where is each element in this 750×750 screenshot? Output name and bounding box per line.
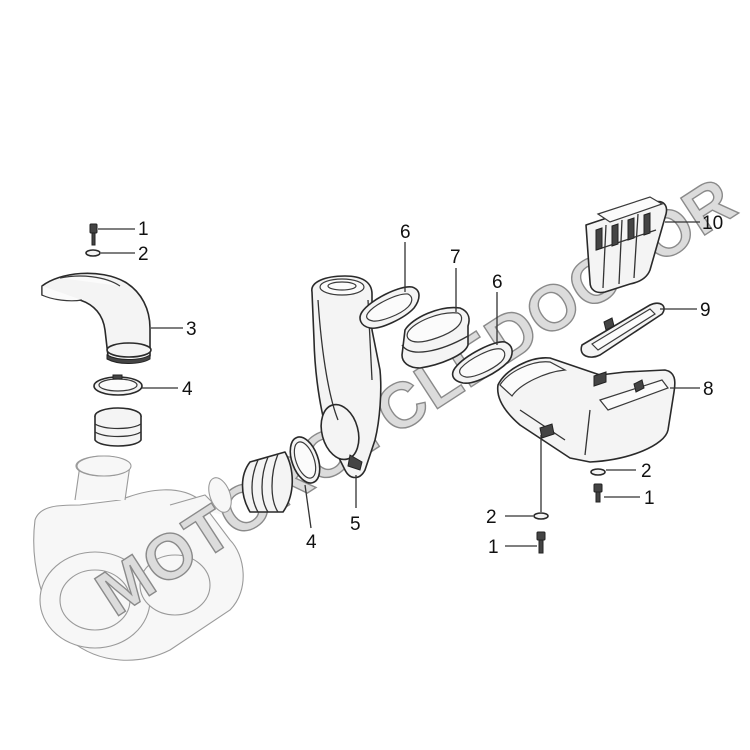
bolt-part-1-lower (536, 531, 546, 554)
callout-1-lower: 1 (488, 537, 499, 558)
air-box-part-8 (496, 357, 676, 463)
bolt-part-1-right (593, 483, 603, 503)
callout-2-right: 2 (641, 461, 652, 482)
seal-strip-part-9 (580, 302, 665, 358)
connector-sleeve-part-7 (401, 306, 470, 369)
rubber-boot-left (76, 407, 142, 477)
callout-7: 7 (450, 247, 461, 268)
clamp-ring-part-4-middle (208, 436, 321, 513)
filter-element-part-10 (585, 196, 668, 294)
callout-2-lower: 2 (486, 507, 497, 528)
callout-1-right: 1 (644, 488, 655, 509)
callout-8: 8 (703, 379, 714, 400)
gasket-part-6-upper (359, 286, 420, 329)
callout-10: 10 (702, 213, 723, 234)
clamp-ring-part-4-left (93, 374, 143, 396)
callout-6-upper: 6 (400, 222, 411, 243)
callout-2-left: 2 (138, 244, 149, 265)
callout-4-left: 4 (182, 379, 193, 400)
washer-part-2-right (590, 468, 606, 476)
callout-5: 5 (350, 514, 361, 535)
callout-1-left: 1 (138, 219, 149, 240)
elbow-duct-part-3 (41, 272, 152, 364)
callout-4-middle: 4 (306, 532, 317, 553)
leader-lines (98, 221, 700, 547)
callout-labels: 1 2 3 4 4 5 6 7 6 10 9 8 2 1 2 1 (138, 213, 723, 558)
callout-6-lower: 6 (492, 272, 503, 293)
washer-part-2-lower (533, 512, 549, 520)
intake-tube-part-5 (311, 275, 382, 479)
washer-part-2-left (85, 249, 101, 257)
rubber-boot-middle (241, 451, 294, 513)
gasket-part-6-lower (451, 341, 513, 384)
bolt-part-1-left (89, 223, 98, 246)
callout-9: 9 (700, 300, 711, 321)
callout-3: 3 (186, 319, 197, 340)
